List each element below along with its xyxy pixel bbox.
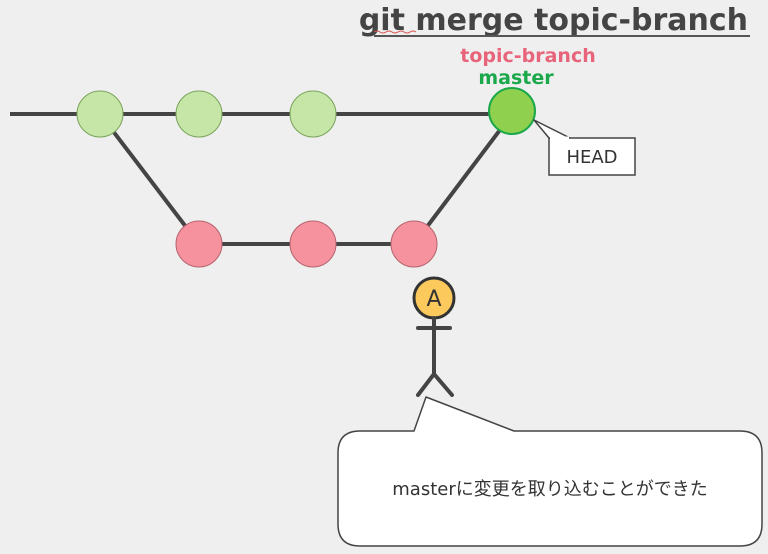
commit-edges [10, 112, 514, 246]
master-commit [76, 90, 124, 138]
head-label: HEAD [566, 147, 617, 168]
master-branch-label: master [478, 67, 554, 89]
master-commit [289, 90, 337, 138]
master-commits [76, 87, 536, 138]
master-commit [175, 90, 223, 138]
speech-text: masterに変更を取り込むことができた [392, 479, 707, 500]
merge-line [412, 112, 514, 246]
merge-commit [488, 87, 536, 135]
topic-commit [289, 220, 337, 268]
topic-branch-label: topic-branch [460, 45, 596, 67]
topic-commit [390, 220, 438, 268]
topic-commits [175, 220, 438, 268]
avatar-letter: A [426, 287, 441, 312]
spellcheck-squiggle [373, 30, 417, 34]
stick-figure-icon: A [412, 276, 456, 397]
branch-off-line [98, 112, 201, 246]
topic-commit [175, 220, 223, 268]
speech-bubble: masterに変更を取り込むことができた [337, 396, 763, 547]
diagram-title: git merge topic-branch [359, 3, 748, 38]
head-callout: HEAD [533, 119, 636, 176]
